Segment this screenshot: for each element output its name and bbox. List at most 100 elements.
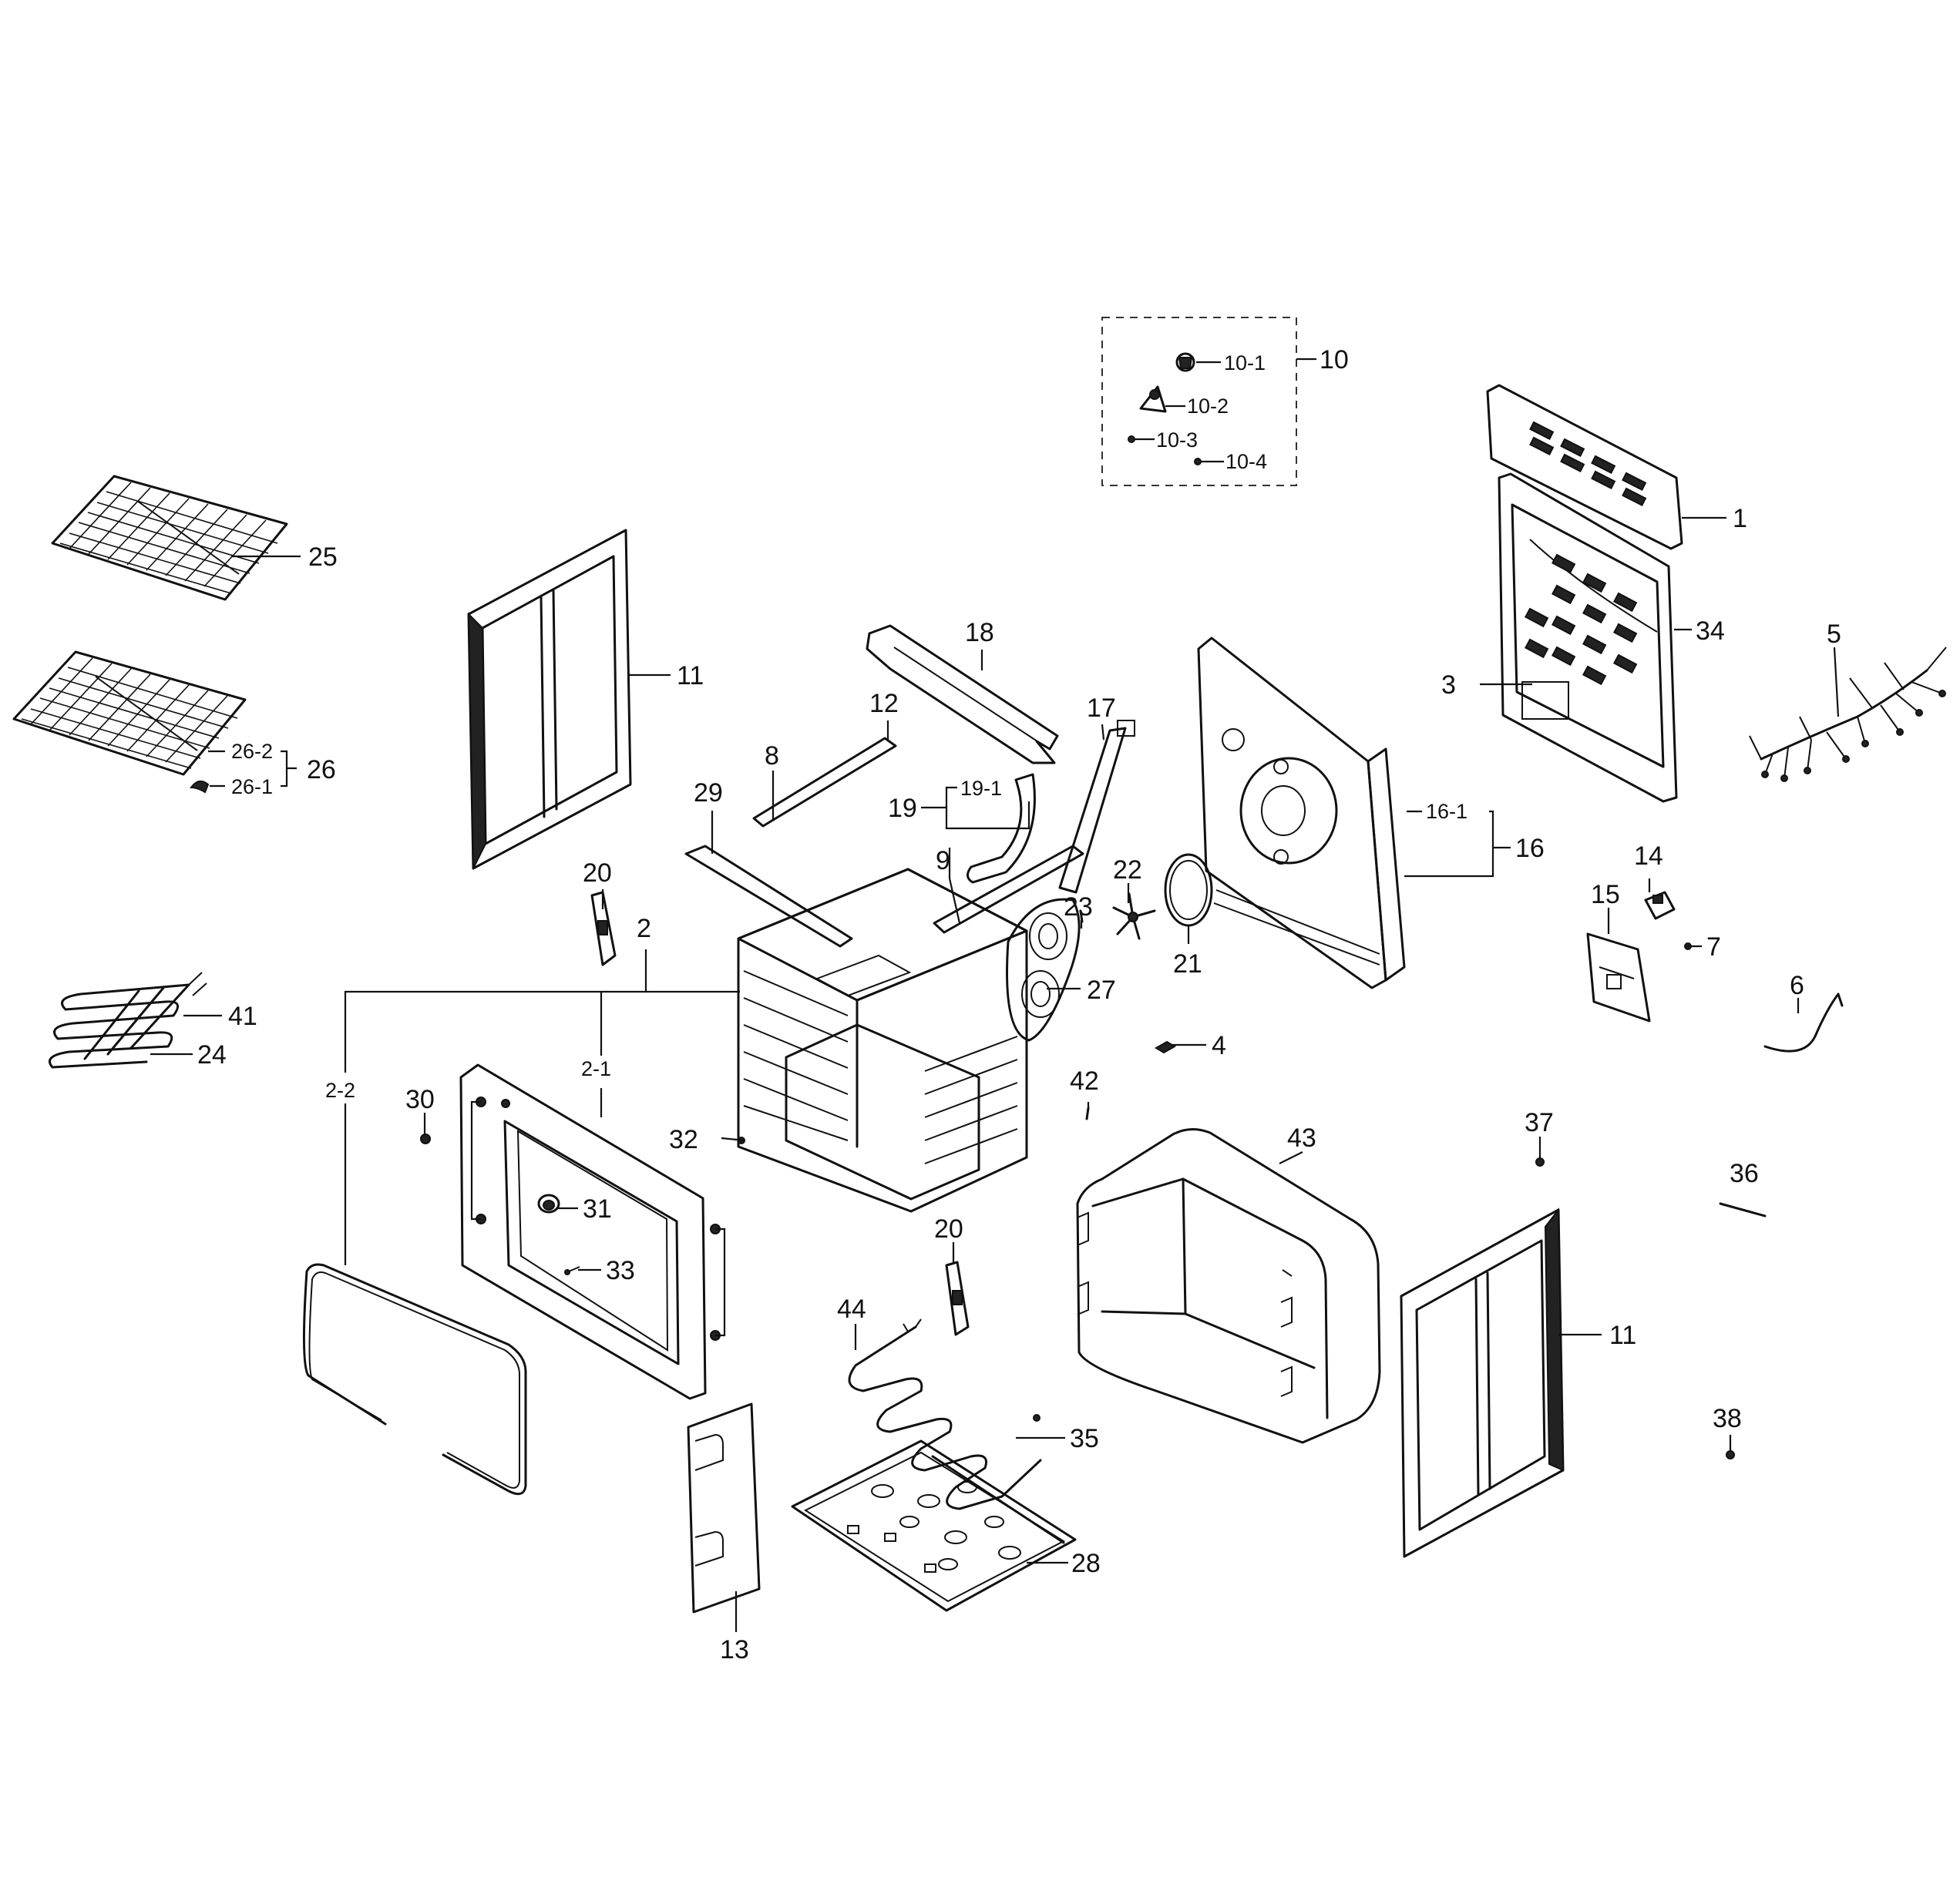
rack-glide-part bbox=[190, 780, 210, 794]
callout-19-1: 19-1 bbox=[960, 777, 1002, 800]
door-gasket bbox=[302, 1263, 527, 1496]
side-panel-left bbox=[467, 529, 632, 870]
callout-10-4: 10-4 bbox=[1225, 450, 1267, 473]
bracket-lower bbox=[933, 845, 1084, 934]
callout-12: 12 bbox=[869, 689, 899, 718]
door-inner-frame bbox=[459, 1063, 721, 1400]
top-bracket bbox=[866, 624, 1059, 764]
rear-cover bbox=[1498, 472, 1678, 803]
callout-8: 8 bbox=[765, 741, 779, 771]
door-screw-bracket-left bbox=[470, 1100, 481, 1221]
oven-rack-lower bbox=[12, 650, 247, 776]
callout-17: 17 bbox=[1087, 694, 1116, 723]
callout-44: 44 bbox=[837, 1295, 866, 1324]
callout-3: 3 bbox=[1441, 670, 1456, 700]
callout-16: 16 bbox=[1515, 834, 1545, 863]
callout-5: 5 bbox=[1827, 620, 1841, 649]
callout-30: 30 bbox=[405, 1085, 435, 1114]
kit-part-10-1 bbox=[1175, 352, 1195, 372]
callout-20-upper: 20 bbox=[583, 858, 612, 888]
callout-18: 18 bbox=[965, 618, 994, 647]
kit-group-10 bbox=[1101, 317, 1297, 486]
fan-blade bbox=[1112, 892, 1156, 940]
door-screw-bracket-right bbox=[715, 1228, 726, 1337]
oven-rack-upper bbox=[51, 475, 288, 601]
wire-harness bbox=[1749, 647, 1947, 782]
kit-part-10-3 bbox=[1128, 435, 1135, 443]
air-duct bbox=[967, 773, 1036, 884]
element-screw-35 bbox=[1033, 1414, 1041, 1422]
callout-labels: 10-1 10-2 10-3 10-4 10 1 34 3 5 16-1 16 … bbox=[197, 345, 1841, 1664]
callout-11-right: 11 bbox=[1609, 1321, 1636, 1350]
callout-6: 6 bbox=[1790, 971, 1804, 1000]
callout-25: 25 bbox=[308, 542, 338, 572]
door-knob-31 bbox=[537, 1194, 560, 1214]
rod-36 bbox=[1719, 1202, 1767, 1218]
back-trim-panel bbox=[1486, 384, 1683, 550]
callout-10-3: 10-3 bbox=[1156, 428, 1198, 452]
leader-lines bbox=[150, 358, 1840, 1632]
callout-20-lower: 20 bbox=[934, 1214, 963, 1244]
callout-37: 37 bbox=[1525, 1108, 1554, 1137]
callout-13: 13 bbox=[720, 1635, 749, 1664]
callout-23: 23 bbox=[1064, 892, 1093, 922]
control-board bbox=[1586, 932, 1651, 1023]
callout-22: 22 bbox=[1113, 855, 1142, 885]
callout-1: 1 bbox=[1733, 504, 1747, 533]
callout-19: 19 bbox=[888, 794, 917, 823]
door-pin-33 bbox=[564, 1266, 580, 1275]
callout-42: 42 bbox=[1070, 1066, 1099, 1096]
callout-10-1: 10-1 bbox=[1224, 351, 1266, 374]
rear-panel bbox=[1197, 636, 1406, 989]
fan-nut bbox=[1079, 909, 1084, 923]
screw-30 bbox=[420, 1134, 431, 1144]
callout-21: 21 bbox=[1173, 949, 1202, 979]
screw-37 bbox=[1535, 1157, 1545, 1167]
callout-28: 28 bbox=[1071, 1549, 1101, 1578]
kit-part-10-2 bbox=[1139, 385, 1167, 413]
callout-11-left: 11 bbox=[677, 661, 704, 690]
callout-36: 36 bbox=[1730, 1159, 1759, 1188]
door-hinge-upper bbox=[590, 891, 617, 966]
bracket-diagonal bbox=[1058, 720, 1135, 894]
callout-33: 33 bbox=[606, 1256, 635, 1285]
callout-34: 34 bbox=[1696, 616, 1725, 646]
callout-10-2: 10-2 bbox=[1187, 395, 1229, 418]
callout-16-1: 16-1 bbox=[1426, 800, 1467, 823]
door-hinge-lower bbox=[945, 1261, 970, 1336]
rail-bracket bbox=[684, 845, 853, 948]
callout-2-2: 2-2 bbox=[325, 1079, 355, 1102]
callout-15: 15 bbox=[1591, 880, 1620, 909]
oven-wrapper bbox=[1076, 1128, 1381, 1444]
side-panel-right bbox=[1400, 1207, 1565, 1558]
screw-38 bbox=[1726, 1450, 1735, 1459]
callout-32: 32 bbox=[669, 1125, 698, 1154]
callout-38: 38 bbox=[1713, 1404, 1742, 1433]
callout-43: 43 bbox=[1287, 1123, 1316, 1153]
clip-4 bbox=[1155, 1040, 1176, 1054]
callout-7: 7 bbox=[1706, 932, 1721, 962]
convection-fan-cover bbox=[1006, 898, 1081, 1042]
callout-29: 29 bbox=[694, 778, 723, 808]
pin-42 bbox=[1085, 1107, 1090, 1120]
callout-2: 2 bbox=[637, 914, 651, 943]
bake-element bbox=[848, 1318, 1042, 1510]
sensor-wire bbox=[1763, 992, 1844, 1053]
callout-9: 9 bbox=[936, 846, 950, 875]
oven-bottom-tray bbox=[791, 1439, 1077, 1612]
kit-part-10-4 bbox=[1194, 458, 1202, 465]
callout-14: 14 bbox=[1634, 841, 1663, 871]
callout-41: 41 bbox=[228, 1002, 257, 1031]
callout-31: 31 bbox=[583, 1194, 612, 1224]
fan-motor-ring bbox=[1164, 853, 1213, 927]
relay-block bbox=[1644, 891, 1676, 920]
callout-26: 26 bbox=[307, 755, 336, 784]
callout-2-1: 2-1 bbox=[581, 1057, 611, 1080]
kick-panel bbox=[687, 1402, 761, 1614]
callout-35: 35 bbox=[1070, 1424, 1099, 1453]
oven-cavity bbox=[737, 868, 1028, 1213]
callout-26-1: 26-1 bbox=[231, 775, 273, 798]
broil-element bbox=[49, 972, 207, 1069]
callout-26-2: 26-2 bbox=[231, 740, 273, 763]
